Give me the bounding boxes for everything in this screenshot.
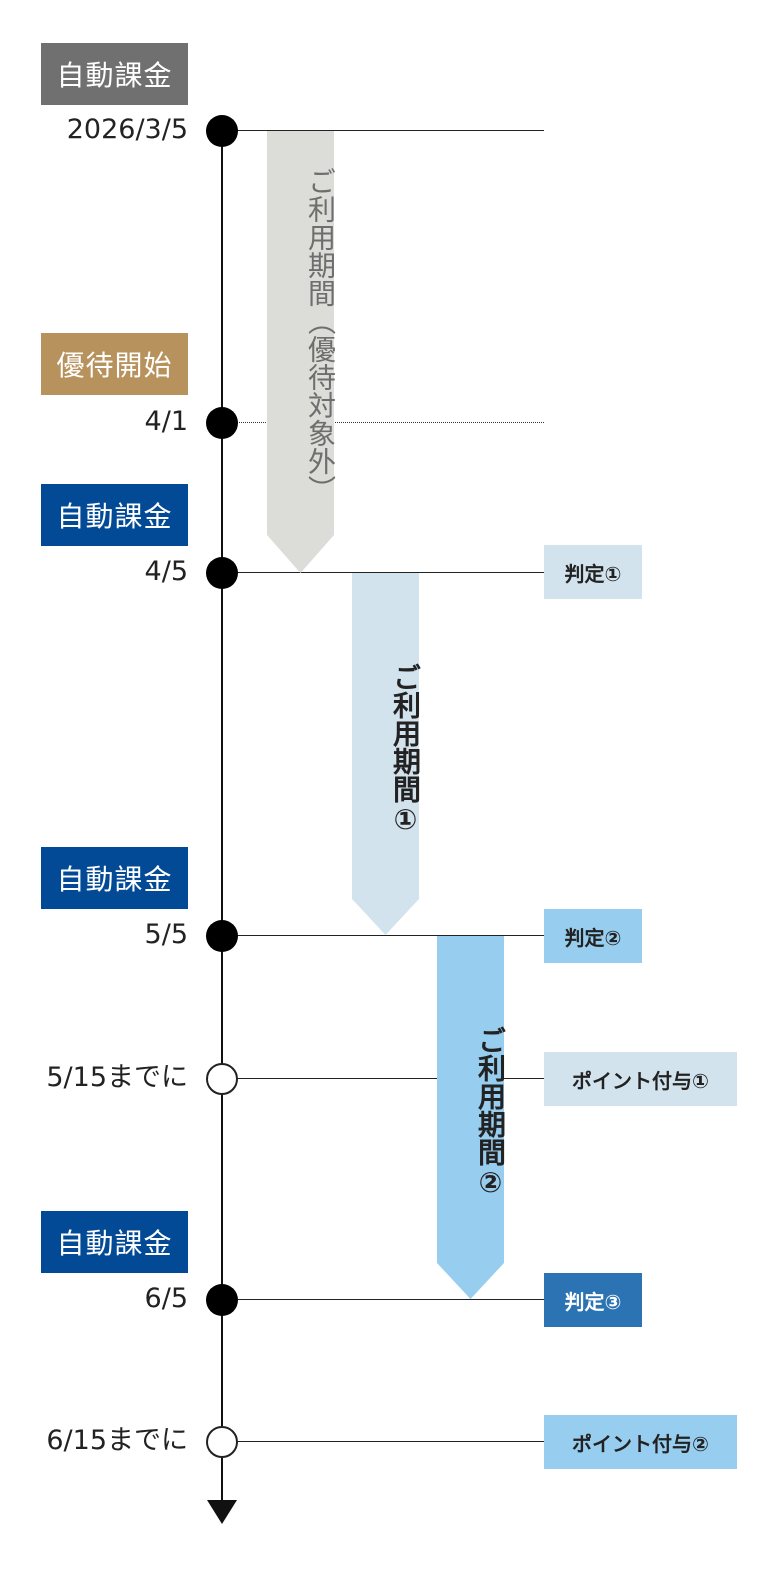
- tag-points-2: ポイント付与②: [544, 1415, 737, 1469]
- timeline-axis: [221, 130, 223, 1500]
- date-label: 2026/3/5: [66, 114, 188, 145]
- line-6-15: [222, 1441, 544, 1442]
- band-arrow-shape: [437, 936, 504, 1299]
- date-label: 6/5: [144, 1283, 188, 1314]
- usage-period-band-excluded: ご利用期間（優待対象外）: [267, 131, 337, 573]
- band-arrow-shape: [352, 573, 419, 935]
- line-5-5: [222, 935, 544, 936]
- timeline-node-filled: [206, 1284, 238, 1316]
- timeline-node-filled: [206, 115, 238, 147]
- tag-judgement-2: 判定②: [544, 909, 642, 963]
- usage-period-band-1: ご利用期間①: [352, 573, 422, 935]
- band-label: ご利用期間（優待対象外）: [304, 167, 337, 503]
- timeline-node-hollow: [206, 1426, 238, 1458]
- date-label: 4/1: [144, 406, 188, 437]
- badge-auto-charge: 自動課金: [41, 484, 188, 546]
- timeline-node-filled: [206, 407, 238, 439]
- line-4-1: [222, 422, 544, 423]
- badge-benefit-start: 優待開始: [41, 333, 188, 395]
- tag-judgement-1: 判定①: [544, 545, 642, 599]
- badge-auto-charge: 自動課金: [41, 43, 188, 105]
- date-label: 5/15までに: [46, 1062, 188, 1093]
- tag-judgement-3: 判定③: [544, 1273, 642, 1327]
- timeline-node-filled: [206, 557, 238, 589]
- badge-auto-charge: 自動課金: [41, 847, 188, 909]
- date-label: 5/5: [144, 919, 188, 950]
- timeline-node-hollow: [206, 1063, 238, 1095]
- date-label: 6/15までに: [46, 1425, 188, 1456]
- band-arrow-shape: [267, 131, 334, 573]
- tag-points-1: ポイント付与①: [544, 1052, 737, 1106]
- timeline-node-filled: [206, 920, 238, 952]
- line-2026-3-5: [222, 130, 544, 131]
- line-6-5: [222, 1299, 544, 1300]
- line-5-15: [222, 1078, 544, 1079]
- band-label: ご利用期間②: [474, 1025, 507, 1199]
- badge-auto-charge: 自動課金: [41, 1211, 188, 1273]
- band-label: ご利用期間①: [389, 662, 422, 836]
- line-4-5: [222, 572, 544, 573]
- usage-period-band-2: ご利用期間②: [437, 936, 507, 1299]
- arrow-down-icon: [207, 1500, 237, 1524]
- date-label: 4/5: [144, 556, 188, 587]
